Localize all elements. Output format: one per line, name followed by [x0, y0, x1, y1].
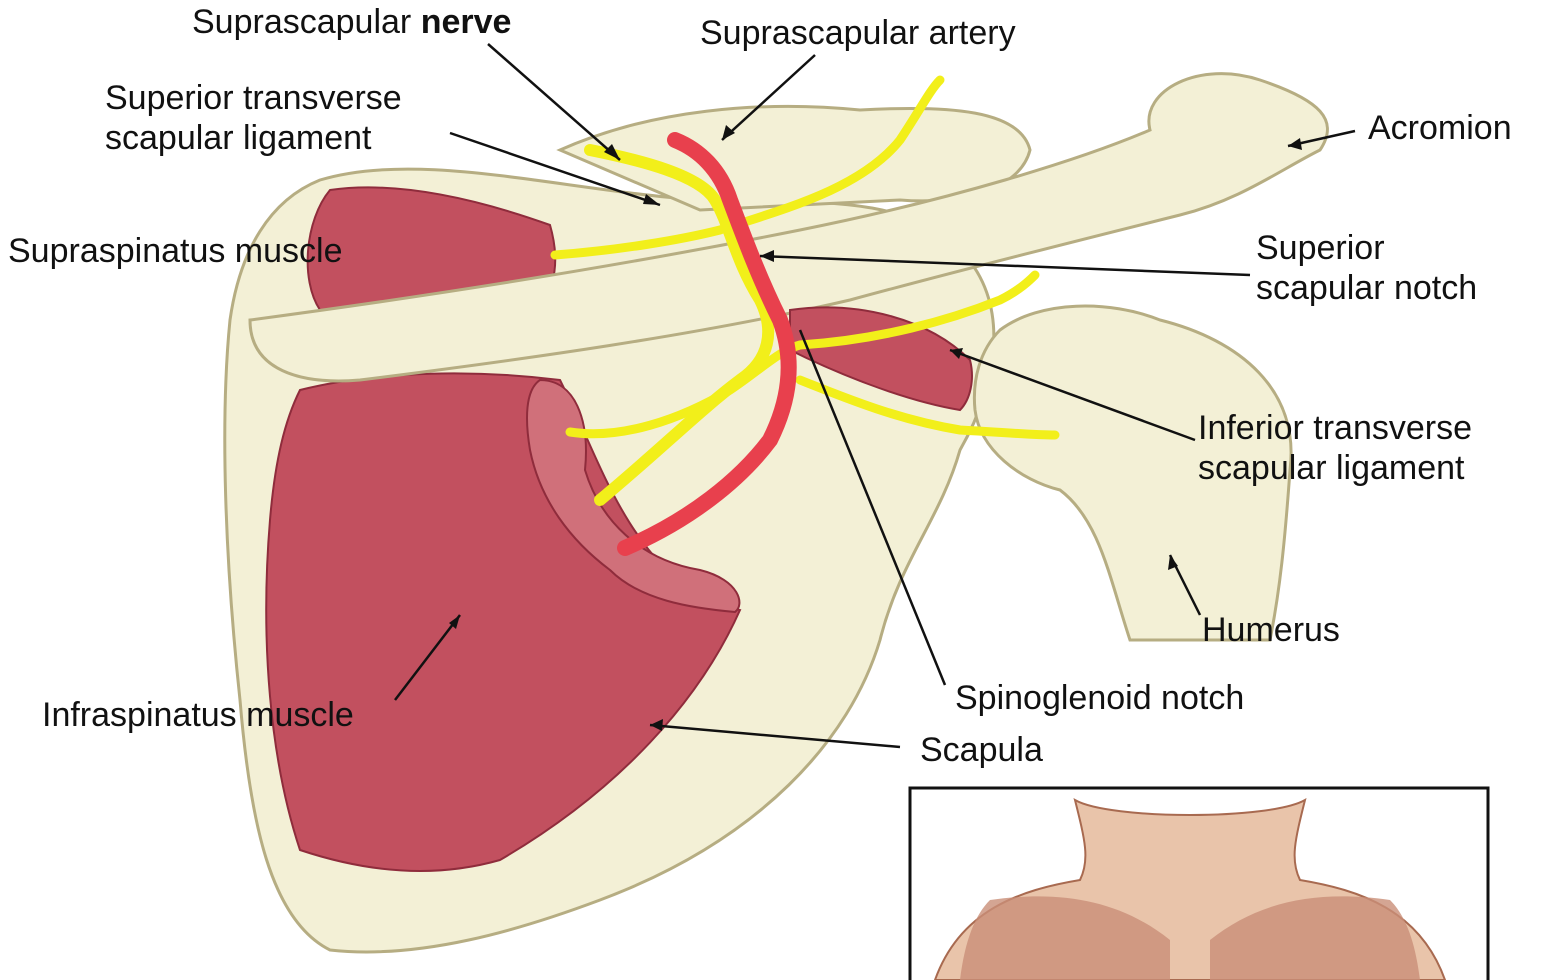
label-acromion: Acromion	[1368, 110, 1512, 146]
label-suprascapular-artery: Suprascapular artery	[700, 15, 1016, 51]
label-superior-scapular-notch: Superior scapular notch	[1256, 230, 1477, 306]
label-text: Suprascapular	[192, 3, 421, 41]
label-line-1: Inferior transverse	[1198, 410, 1472, 446]
label-infraspinatus-muscle: Infraspinatus muscle	[42, 697, 354, 733]
label-bold-text: nerve	[421, 3, 512, 41]
inset-back-view	[910, 788, 1488, 980]
label-superior-transverse-ligament: Superior transverse scapular ligament	[105, 80, 402, 156]
label-suprascapular-nerve: Suprascapular nerve	[192, 4, 511, 40]
label-line-2: scapular ligament	[1198, 450, 1472, 486]
label-supraspinatus-muscle: Supraspinatus muscle	[8, 233, 343, 269]
label-humerus: Humerus	[1202, 612, 1340, 648]
label-line-1: Superior	[1256, 230, 1477, 266]
label-inferior-transverse-ligament: Inferior transverse scapular ligament	[1198, 410, 1472, 486]
label-line-2: scapular notch	[1256, 270, 1477, 306]
label-line-2: scapular ligament	[105, 120, 402, 156]
label-scapula: Scapula	[920, 732, 1043, 768]
label-line-1: Superior transverse	[105, 80, 402, 116]
label-spinoglenoid-notch: Spinoglenoid notch	[955, 680, 1244, 716]
